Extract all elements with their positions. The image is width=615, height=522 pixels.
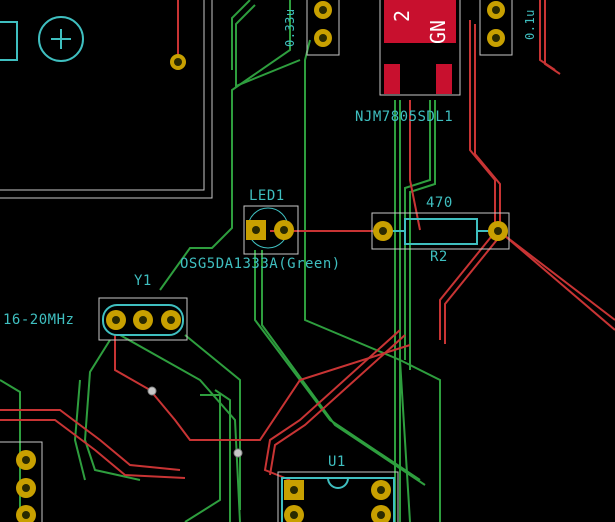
back-copper-traces (0, 0, 441, 522)
crystal-value-label: 16-20MHz (3, 312, 75, 328)
led1-footprint[interactable] (243, 205, 299, 255)
ic-reference-label: U1 (328, 454, 346, 470)
crystal-y1[interactable] (98, 297, 188, 341)
regulator-pin-text-1: 2 (390, 9, 414, 22)
capacitor-0.1u[interactable] (479, 0, 513, 56)
resistor-value-label: 470 (426, 195, 453, 211)
cap-right-value-label: 0.1u (523, 9, 537, 40)
via[interactable] (147, 386, 157, 396)
front-copper-traces (0, 0, 615, 481)
mounting-hole-icon (38, 16, 84, 62)
resistor-reference-label: R2 (430, 249, 448, 265)
silkscreen-box-fragment (0, 21, 18, 61)
header-left-fragment[interactable] (0, 441, 43, 522)
regulator-pin-text-2: GN (426, 19, 450, 44)
regulator-value-label: NJM7805SDL1 (355, 109, 454, 125)
via-pad[interactable] (170, 54, 186, 70)
capacitor-0.33u[interactable] (306, 0, 340, 56)
led-value-label: OSG5DA1333A(Green) (180, 256, 341, 272)
cap-left-value-label: 0.33u (283, 8, 297, 47)
regulator-njm7805[interactable] (379, 0, 461, 96)
ic-u1[interactable] (277, 471, 399, 522)
via[interactable] (233, 448, 243, 458)
resistor-r2[interactable] (371, 212, 510, 250)
led-reference-label: LED1 (249, 188, 285, 204)
board-outline (0, 0, 213, 199)
crystal-reference-label: Y1 (134, 273, 152, 289)
